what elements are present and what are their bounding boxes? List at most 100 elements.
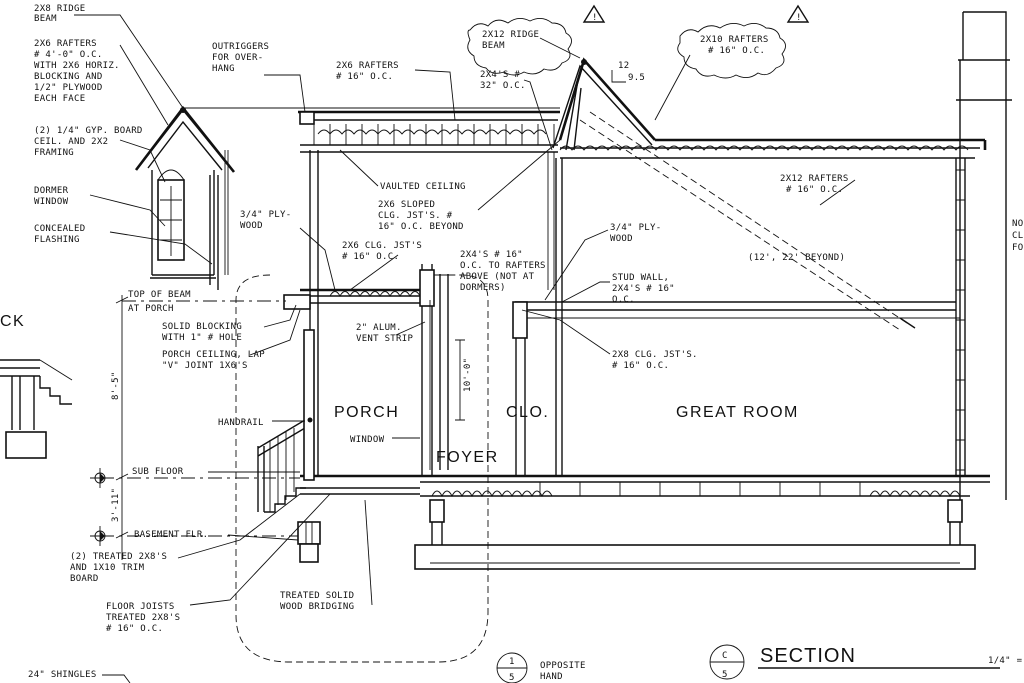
note-outriggers: OUTRIGGERS [212, 42, 269, 52]
left-deck-fragment [0, 359, 73, 459]
note-gyp-board: CEIL. AND 2X2 [34, 137, 108, 147]
dim-window: 10'-0" [463, 358, 473, 392]
note-blocking: WITH 1" # HOLE [162, 333, 242, 343]
note-porch-ceiling: "V" JOINT 1X6'S [162, 361, 248, 371]
note-outriggers: FOR OVER- [212, 53, 263, 63]
note-dormer-window: DORMER [34, 186, 69, 196]
left-fragment-text: CK [0, 313, 25, 330]
note-porch-ceiling: PORCH CEILING, LAP [162, 350, 265, 360]
room-porch: PORCH [334, 404, 399, 421]
note-flashing: CONCEALED [34, 224, 85, 234]
note-plywood-left: WOOD [240, 221, 263, 231]
note-opposite-hand: HAND [540, 672, 563, 682]
annotations: 2X8 RIDGE BEAM 2X6 RAFTERS # 4'-0" O.C. … [28, 4, 849, 682]
scale-text: 1/4" = [988, 656, 1023, 666]
note-rafters-2x6: # 16" O.C. [336, 72, 393, 82]
note-bridging: TREATED SOLID [280, 591, 354, 601]
note-plywood-right: WOOD [610, 234, 633, 244]
section-bubble [709, 644, 1000, 680]
dim-upper: 8'-5" [111, 371, 121, 400]
leader-lines [74, 14, 856, 683]
section-linework [0, 4, 1012, 683]
note-window: WINDOW [350, 435, 385, 445]
note-rafters-dormer: EACH FACE [34, 94, 85, 104]
note-ridge-2x8: 2X8 RIDGE [34, 4, 85, 14]
note-clg-joists-2x8: # 16" O.C. [612, 361, 669, 371]
note-vaulted-ceiling: VAULTED CEILING [380, 182, 466, 192]
note-gyp-board: (2) 1/4" GYP. BOARD [34, 126, 143, 136]
note-treated-2x8: BOARD [70, 574, 99, 584]
great-room-frame [512, 158, 966, 476]
revision-cloud-ridge [467, 18, 572, 76]
right-fragment-line: FO [1012, 243, 1023, 253]
note-flashing: FLASHING [34, 235, 80, 245]
note-rafters-dormer: WITH 2X6 HORIZ. [34, 61, 120, 71]
note-stud-wall: 2X4'S # 16" [612, 284, 675, 294]
chimney [956, 11, 1012, 500]
detail-mark-bottom: 5 [509, 673, 515, 683]
note-vent-strip: VENT STRIP [356, 334, 413, 344]
warning-mark-2: ! [796, 13, 802, 23]
gable-roof [552, 57, 987, 331]
note-ridge-2x12: 2X12 RIDGE [482, 30, 539, 40]
note-bridging: WOOD BRIDGING [280, 602, 354, 612]
note-top-of-beam: AT PORCH [128, 304, 174, 314]
note-clg-joists-2x6: # 16" O.C. [342, 252, 399, 262]
note-sub-floor: SUB FLOOR [132, 467, 184, 477]
note-floor-joists: TREATED 2X8'S [106, 613, 180, 623]
note-pitch-run: 9.5 [628, 73, 645, 83]
note-rafters-2x12: # 16" O.C. [786, 185, 843, 195]
warning-triangle-icon [582, 4, 606, 23]
porch-posts [303, 329, 315, 481]
porch-stairs [257, 419, 306, 513]
note-ridge-2x12: BEAM [482, 41, 505, 51]
note-shingles: 24" SHINGLES [28, 670, 97, 680]
note-sloped-joists: 16" O.C. BEYOND [378, 222, 464, 232]
room-foyer: FOYER [436, 449, 499, 466]
titles: SECTION C 5 1 5 1/4" = CK ! ! [0, 13, 1023, 683]
right-fragment: NO CL FO [1012, 219, 1023, 253]
note-rafters-2x12: 2X12 RAFTERS [780, 174, 849, 184]
note-top-of-beam: TOP OF BEAM [128, 290, 191, 300]
note-treated-2x8: AND 1X10 TRIM [70, 563, 145, 573]
note-opposite-hand: OPPOSITE [540, 661, 586, 671]
note-rafters-2x10: # 16" O.C. [708, 46, 765, 56]
note-treated-2x8: (2) TREATED 2X8'S [70, 552, 167, 562]
room-labels: PORCH CLO. FOYER GREAT ROOM [334, 404, 799, 466]
detail-bubble [496, 652, 528, 683]
note-gyp-board: FRAMING [34, 148, 74, 158]
note-plywood-left: 3/4" PLY- [240, 210, 291, 220]
note-clg-joists-2x8: 2X8 CLG. JST'S. [612, 350, 698, 360]
right-fragment-line: CL [1012, 231, 1023, 241]
warning-triangle-icon [786, 4, 810, 23]
note-rafters-dormer: 2X6 RAFTERS [34, 39, 97, 49]
note-beyond: (12', 22' BEYOND) [748, 253, 845, 263]
room-closet: CLO. [506, 404, 549, 421]
note-floor-joists: # 16" O.C. [106, 624, 163, 634]
note-vent-strip: 2" ALUM. [356, 323, 402, 333]
dormer [134, 105, 236, 290]
note-handrail: HANDRAIL [218, 418, 264, 428]
note-floor-joists: FLOOR JOISTS [106, 602, 175, 612]
right-fragment-line: NO [1012, 219, 1023, 229]
note-studs-32: 2X4'S # [480, 70, 520, 80]
note-dormer-window: WINDOW [34, 197, 69, 207]
note-blocking: SOLID BLOCKING [162, 322, 242, 332]
warning-mark-1: ! [592, 13, 598, 23]
section-mark-top: C [722, 651, 728, 661]
note-stud-wall: O.C. [612, 295, 635, 305]
revision-cloud-rafters [677, 23, 786, 79]
note-outriggers: HANG [212, 64, 235, 74]
note-studs-32: 32" O.C. [480, 81, 526, 91]
room-great-room: GREAT ROOM [676, 404, 799, 421]
note-sloped-joists: CLG. JST'S. # [378, 211, 453, 221]
floor-system [297, 474, 990, 570]
note-rafters-dormer: BLOCKING AND [34, 72, 103, 82]
note-stud-wall: STUD WALL, [612, 273, 669, 283]
note-rafters-dormer: # 4'-0" O.C. [34, 50, 103, 60]
note-studs-to-rafters: 2X4'S # 16" [460, 250, 523, 260]
note-rafters-2x10: 2X10 RAFTERS [700, 35, 769, 45]
detail-mark-top: 1 [509, 657, 515, 667]
note-studs-to-rafters: O.C. TO RAFTERS [460, 261, 546, 271]
